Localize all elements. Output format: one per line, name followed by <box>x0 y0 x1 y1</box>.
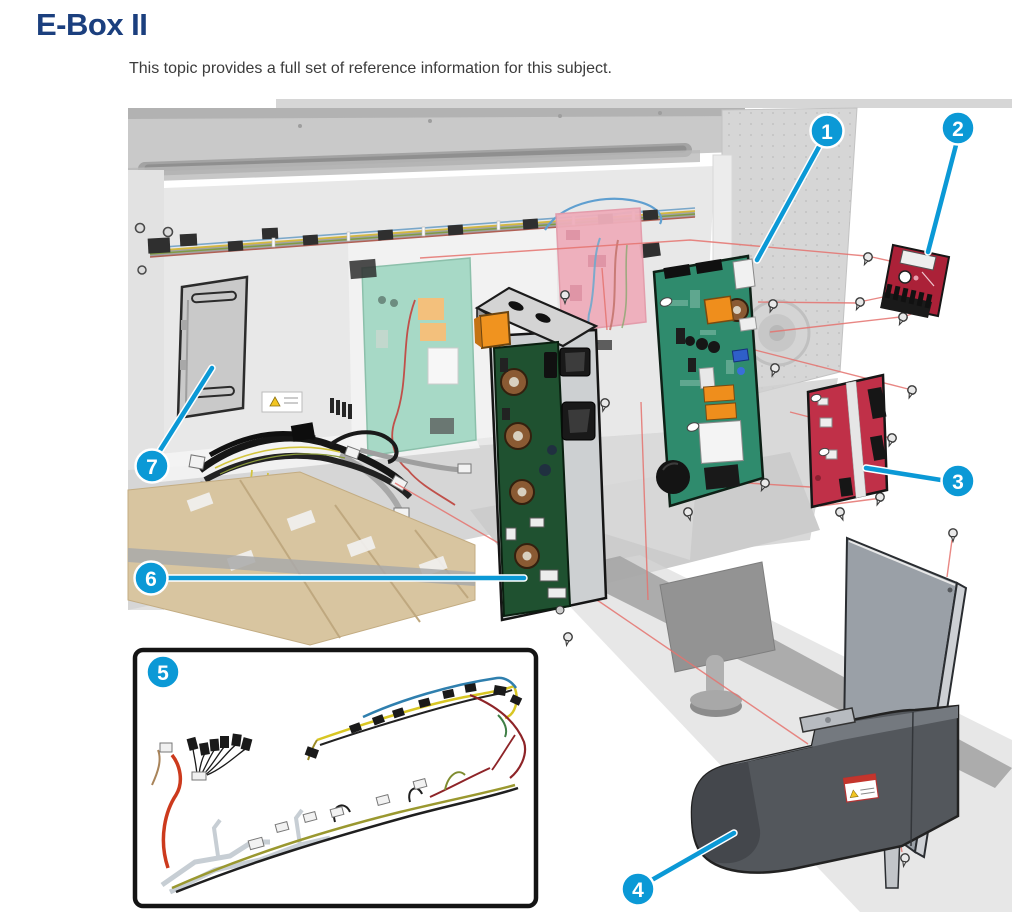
interconnect-board-3 <box>806 373 889 509</box>
callout-7-label: 7 <box>146 456 158 479</box>
ebox-cover-4 <box>690 536 968 889</box>
callout-2-label: 2 <box>952 118 964 141</box>
inset-connector-fan <box>186 733 253 781</box>
inset-lower-harness <box>151 742 519 895</box>
callout-3-label: 3 <box>952 471 964 494</box>
callout-3: 3 <box>940 463 976 499</box>
sensor-board-2 <box>880 243 951 318</box>
warning-sticker <box>261 391 303 413</box>
callout-6: 6 <box>133 560 169 596</box>
callout-leaders <box>155 141 960 885</box>
power-supply-unit-6 <box>474 286 608 622</box>
callout-4: 4 <box>620 871 656 907</box>
page-subtitle: This topic provides a full set of refere… <box>129 60 612 77</box>
callout-5-label: 5 <box>157 662 169 685</box>
callout-4-label: 4 <box>632 879 644 902</box>
installed-interconnect-pca-faded <box>555 207 647 350</box>
callout-6-label: 6 <box>145 568 157 591</box>
main-pca-board-1 <box>652 254 765 508</box>
callout-1: 1 <box>809 113 845 149</box>
callout-1-label: 1 <box>821 121 833 144</box>
installed-main-pca-faded <box>330 257 477 506</box>
callout-2: 2 <box>940 110 976 146</box>
ebox-plate-7 <box>176 275 249 420</box>
harness-inset-panel <box>132 647 539 909</box>
callout-7: 7 <box>134 448 170 484</box>
cover-warning-label <box>842 773 880 803</box>
callout-5: 5 <box>145 654 181 690</box>
page-title: E-Box II <box>36 7 148 42</box>
fan <box>743 299 811 367</box>
inset-upper-harness <box>304 676 527 779</box>
